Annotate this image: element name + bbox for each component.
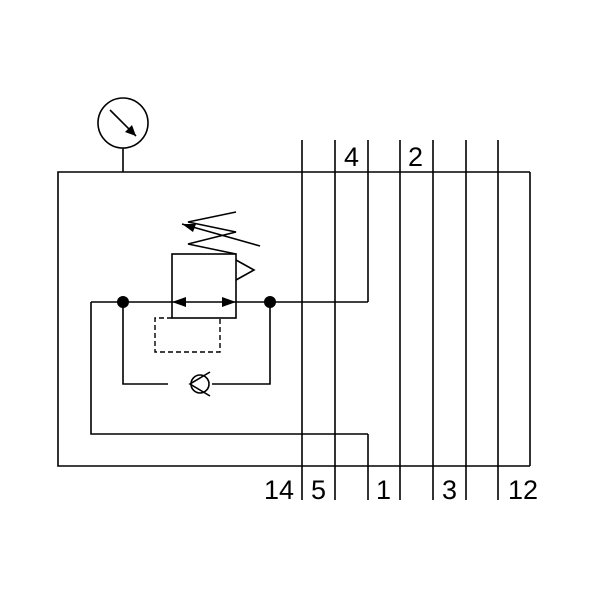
housing-outline	[57, 171, 302, 467]
pressure-gauge-icon	[97, 97, 149, 172]
pressure-regulator-icon	[171, 253, 256, 319]
port-label-3: 3	[442, 475, 457, 505]
port-label-14: 14	[264, 475, 294, 505]
return-line	[90, 302, 368, 435]
manifold-channels	[301, 140, 499, 500]
port-label-1: 1	[376, 475, 391, 505]
pilot-line	[154, 317, 221, 353]
bypass-line	[122, 302, 271, 385]
port-label-5: 5	[311, 475, 326, 505]
spring-icon	[181, 211, 261, 255]
port-label-4: 4	[344, 142, 359, 172]
port-label-2: 2	[408, 142, 423, 172]
port-label-12: 12	[508, 475, 538, 505]
check-valve-icon	[188, 371, 211, 397]
